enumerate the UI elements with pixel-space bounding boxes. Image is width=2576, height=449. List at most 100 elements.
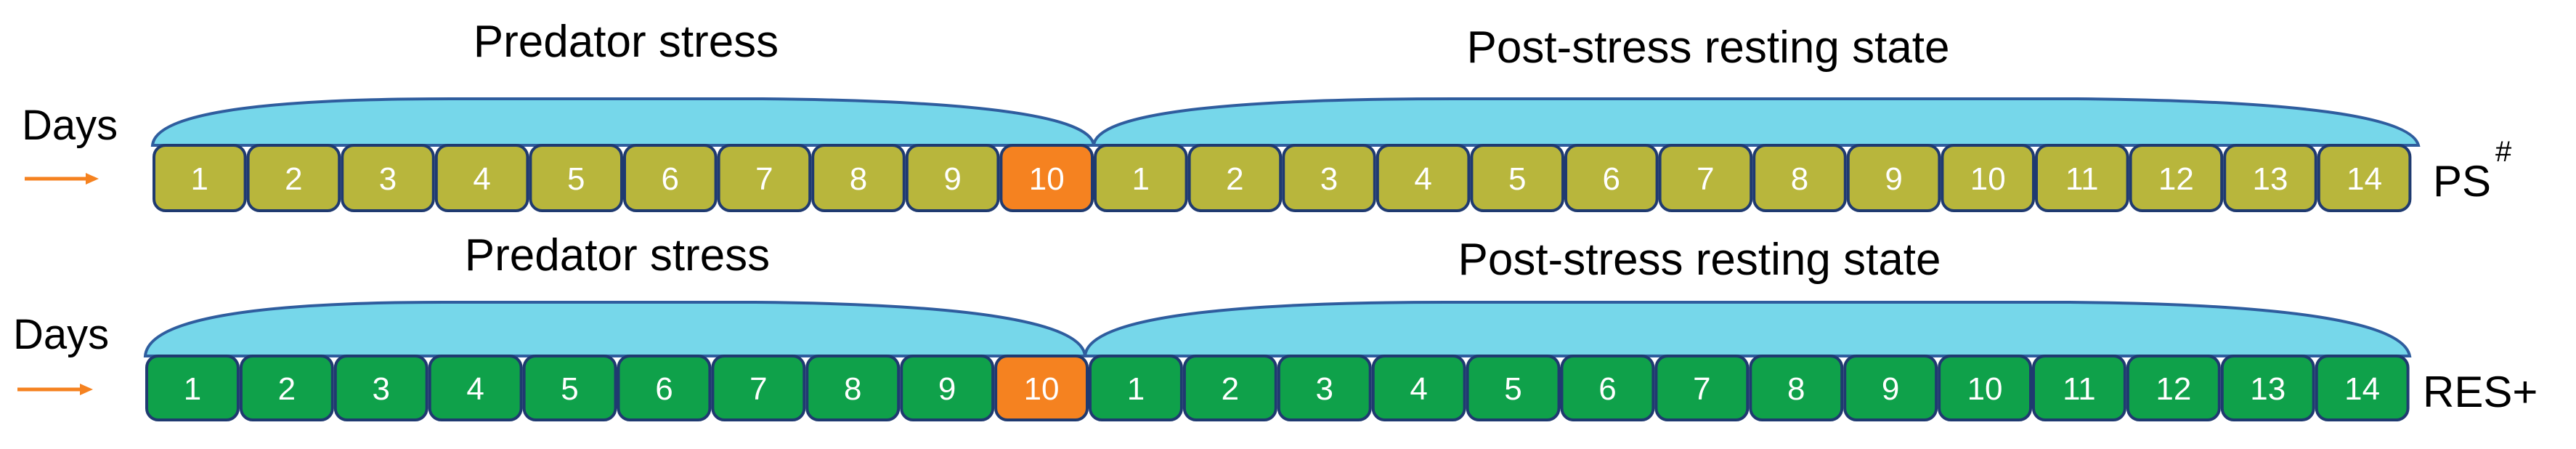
day-cell-rest-8 [1752, 144, 1847, 212]
days-label: Days [22, 102, 118, 149]
day-cell-stress-7 [717, 144, 812, 212]
day-number-rest-1: 1 [1127, 371, 1145, 407]
day-cell-stress-9 [900, 355, 995, 421]
day-number-rest-7: 7 [1697, 161, 1714, 197]
day-number-stress-6: 6 [655, 371, 673, 407]
day-number-stress-10: 10 [1029, 161, 1065, 197]
day-number-rest-11: 11 [2063, 371, 2096, 407]
phase-label-post-stress-resting: Post-stress resting state [1458, 235, 1941, 285]
rest-phase-arc [1092, 97, 2421, 147]
day-cell-rest-12 [2129, 144, 2224, 212]
day-number-rest-8: 8 [1787, 371, 1805, 407]
day-cell-rest-14 [2317, 144, 2412, 212]
stress-phase-arc [150, 97, 1096, 147]
day-number-stress-4: 4 [473, 161, 490, 197]
day-cell-rest-7 [1658, 144, 1753, 212]
day-cell-rest-10 [1941, 144, 2035, 212]
day-cell-stress-8 [811, 144, 906, 212]
day-cell-rest-1 [1089, 355, 1183, 421]
day-number-rest-5: 5 [1504, 371, 1521, 407]
day-cell-stress-8 [805, 355, 901, 421]
day-cell-stress-3 [333, 355, 428, 421]
day-cell-rest-13 [2223, 144, 2317, 212]
day-cell-rest-9 [1843, 355, 1938, 421]
day-number-rest-6: 6 [1598, 371, 1616, 407]
day-cell-stress-2 [246, 144, 341, 212]
day-cell-stress-1 [153, 144, 247, 212]
day-cell-highlight-10 [994, 355, 1089, 421]
day-cell-stress-4 [428, 355, 523, 421]
day-number-rest-2: 2 [1222, 371, 1239, 407]
day-cell-rest-8 [1749, 355, 1844, 421]
day-cell-rest-6 [1560, 355, 1655, 421]
day-cell-stress-1 [145, 355, 240, 421]
group-superscript: # [2495, 136, 2512, 168]
day-cell-rest-13 [2220, 355, 2315, 421]
day-cell-rest-2 [1187, 144, 1283, 212]
day-number-rest-10: 10 [1967, 371, 2003, 407]
day-number-stress-9: 9 [943, 161, 961, 197]
day-cell-rest-1 [1094, 144, 1188, 212]
day-cell-rest-4 [1376, 144, 1471, 212]
day-number-rest-8: 8 [1791, 161, 1808, 197]
day-number-rest-1: 1 [1132, 161, 1150, 197]
day-cell-rest-12 [2126, 355, 2221, 421]
day-number-rest-10: 10 [1970, 161, 2006, 197]
rest-phase-arc [1083, 301, 2412, 357]
day-cell-rest-7 [1654, 355, 1750, 421]
day-number-rest-6: 6 [1603, 161, 1620, 197]
day-number-rest-3: 3 [1320, 161, 1338, 197]
day-cell-rest-9 [1846, 144, 1941, 212]
day-number-rest-11: 11 [2065, 161, 2099, 197]
days-label: Days [13, 311, 109, 358]
day-cell-stress-6 [623, 144, 718, 212]
timeline-row-ps: Predator stress Post-stress resting stat… [22, 17, 2512, 212]
day-number-rest-14: 14 [2347, 161, 2382, 197]
day-cell-rest-14 [2315, 355, 2410, 421]
group-label-ps: PS# [2433, 136, 2512, 206]
day-number-stress-2: 2 [278, 371, 296, 407]
day-number-rest-7: 7 [1693, 371, 1710, 407]
day-number-stress-1: 1 [191, 161, 208, 197]
day-number-stress-9: 9 [938, 371, 956, 407]
day-cell-stress-6 [617, 355, 712, 421]
day-cell-stress-3 [341, 144, 435, 212]
day-cell-stress-4 [434, 144, 529, 212]
phase-label-predator-stress: Predator stress [465, 230, 770, 280]
day-cell-rest-4 [1371, 355, 1466, 421]
arrow-icon [25, 173, 99, 185]
day-cell-stress-5 [529, 144, 624, 212]
day-cell-rest-10 [1938, 355, 2033, 421]
day-cell-rest-6 [1564, 144, 1659, 212]
day-number-stress-7: 7 [749, 371, 767, 407]
day-number-stress-7: 7 [755, 161, 773, 197]
day-number-rest-5: 5 [1508, 161, 1526, 197]
day-cell-rest-3 [1277, 355, 1372, 421]
day-cell-rest-3 [1282, 144, 1376, 212]
day-number-rest-2: 2 [1226, 161, 1243, 197]
day-number-rest-4: 4 [1410, 371, 1427, 407]
day-cell-rest-5 [1466, 355, 1561, 421]
day-number-stress-1: 1 [184, 371, 201, 407]
day-cell-rest-11 [2032, 355, 2126, 421]
day-number-stress-6: 6 [662, 161, 679, 197]
day-number-stress-5: 5 [561, 371, 578, 407]
day-number-stress-8: 8 [844, 371, 861, 407]
day-cell-rest-2 [1182, 355, 1277, 421]
stress-phase-arc [143, 301, 1087, 357]
timeline-row-res: Predator stress Post-stress resting stat… [13, 230, 2538, 421]
day-number-stress-8: 8 [850, 161, 867, 197]
day-number-stress-5: 5 [567, 161, 585, 197]
day-number-stress-10: 10 [1024, 371, 1060, 407]
day-cell-stress-2 [239, 355, 334, 421]
day-number-stress-3: 3 [379, 161, 397, 197]
day-cell-stress-9 [905, 144, 1000, 212]
day-number-stress-3: 3 [373, 371, 390, 407]
day-number-rest-3: 3 [1316, 371, 1333, 407]
day-cell-stress-5 [522, 355, 617, 421]
day-cell-stress-7 [711, 355, 806, 421]
day-cell-rest-11 [2035, 144, 2129, 212]
